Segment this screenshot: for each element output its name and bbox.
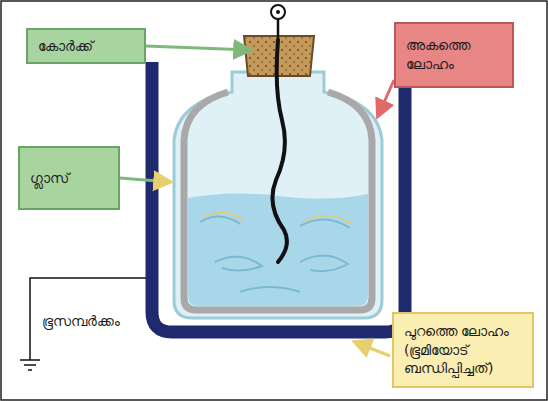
callout-box: കോർക്ക് bbox=[26, 28, 146, 64]
inner-metal bbox=[184, 92, 372, 310]
rod bbox=[277, 18, 280, 40]
water-swirls bbox=[200, 216, 350, 292]
callout-text: ഗ്ലാസ് bbox=[30, 169, 108, 188]
terminal bbox=[271, 5, 285, 19]
callout-box: അകത്തെ ലോഹം bbox=[394, 22, 514, 88]
chain-wire bbox=[272, 40, 286, 262]
inner-metal-pointer bbox=[378, 80, 394, 116]
ground-label: ഭൂസമ്പർക്കം bbox=[40, 312, 122, 330]
outer-metal-pointer bbox=[355, 342, 390, 356]
earth-symbol bbox=[20, 360, 40, 370]
earth-wire bbox=[30, 278, 146, 360]
callout-text: പുറത്തെ ലോഹം (ഭൂമിയോട് ബന്ധിപ്പിച്ചത്) bbox=[404, 322, 522, 379]
callout-box: ഗ്ലാസ് bbox=[18, 146, 120, 210]
glass-pointer bbox=[120, 178, 170, 182]
cork-pointer bbox=[146, 46, 250, 50]
callout-text: അകത്തെ ലോഹം bbox=[406, 36, 502, 74]
callout-text: കോർക്ക് bbox=[38, 37, 134, 56]
callout-box: പുറത്തെ ലോഹം (ഭൂമിയോട് ബന്ധിപ്പിച്ചത്) bbox=[392, 312, 534, 388]
water bbox=[188, 193, 368, 306]
